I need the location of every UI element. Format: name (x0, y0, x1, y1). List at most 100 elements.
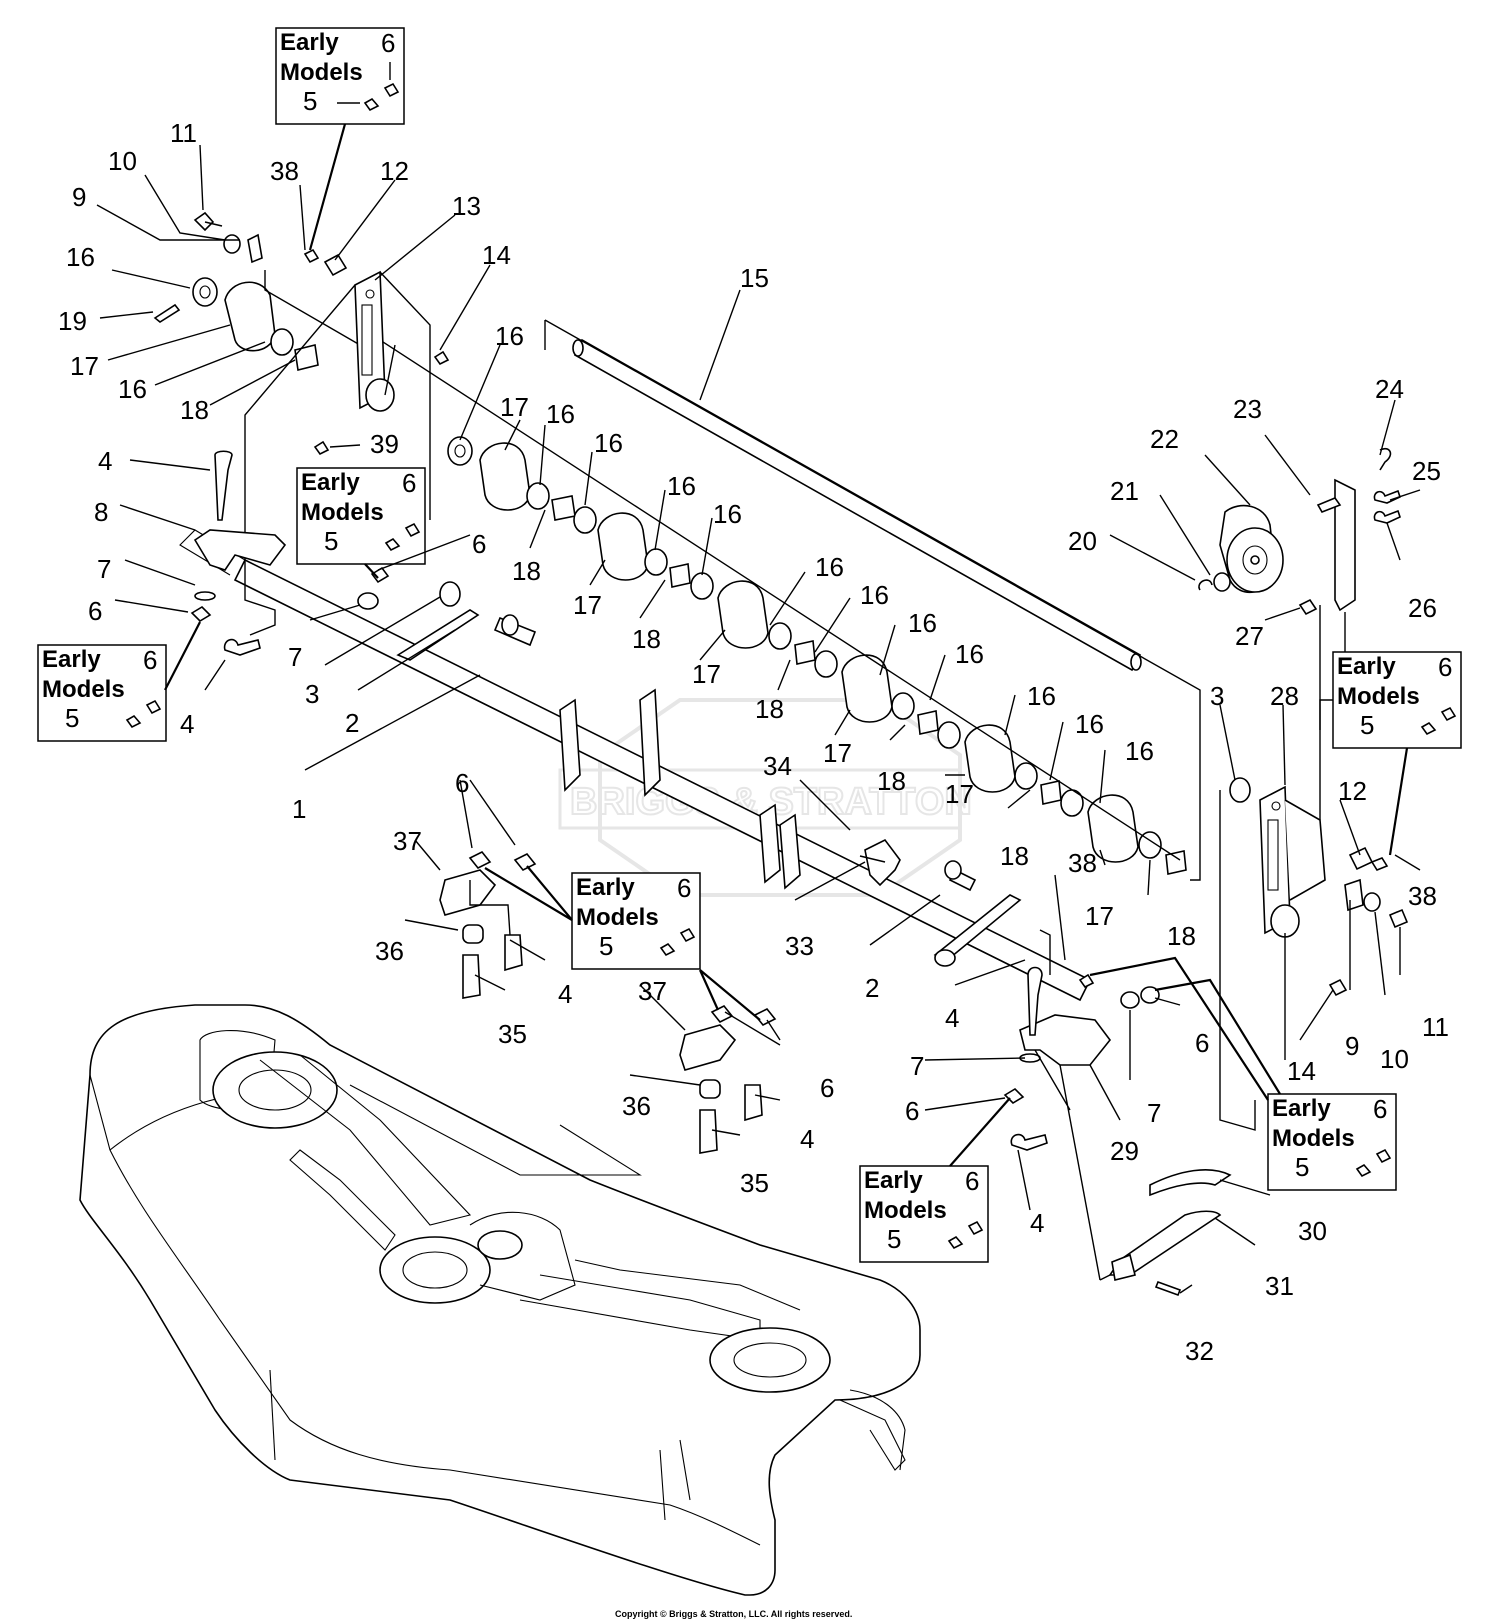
label-29: 29 (1110, 1136, 1139, 1166)
label-13: 13 (452, 191, 481, 221)
inset-part-6: 6 (965, 1166, 979, 1196)
label-21: 21 (1110, 476, 1139, 506)
center-hardware (859, 838, 1022, 967)
washer-16 (192, 277, 218, 307)
label-16: 16 (546, 399, 575, 429)
label-4: 4 (558, 979, 572, 1009)
inset-title-line1: Early (280, 29, 339, 56)
inset-part-6: 6 (402, 468, 416, 498)
label-17: 17 (1085, 901, 1114, 931)
inset-title-line2: Models (301, 499, 384, 526)
label-34: 34 (763, 751, 792, 781)
label-7: 7 (288, 642, 302, 672)
rod-15 (544, 319, 1201, 881)
label-18: 18 (877, 766, 906, 796)
label-18: 18 (180, 395, 209, 425)
hitch-cluster-mid (679, 1004, 777, 1154)
label-16: 16 (1075, 709, 1104, 739)
label-25: 25 (1412, 456, 1441, 486)
mower-deck (79, 1004, 921, 1596)
bracket-28 (1219, 605, 1409, 1131)
copyright-notice: Copyright © Briggs & Stratton, LLC. All … (615, 1609, 852, 1619)
label-18: 18 (1000, 841, 1029, 871)
roller-assembly (192, 270, 1187, 875)
hitch-cluster-left (439, 850, 537, 999)
label-17: 17 (573, 590, 602, 620)
label-19: 19 (58, 306, 87, 336)
label-6: 6 (1195, 1028, 1209, 1058)
label-15: 15 (740, 263, 769, 293)
label-8: 8 (94, 497, 108, 527)
bracket-29 (1003, 929, 1160, 1281)
label-24: 24 (1375, 374, 1404, 404)
wheel-assembly (1198, 447, 1401, 730)
scraper-parts (1099, 1169, 1232, 1297)
label-6: 6 (472, 529, 486, 559)
label-27: 27 (1235, 621, 1264, 651)
label-4: 4 (945, 1003, 959, 1033)
label-38: 38 (1408, 881, 1437, 911)
inset-early-models-4: Early Models 6 5 (571, 872, 701, 970)
label-9: 9 (1345, 1031, 1359, 1061)
inset-title-line1: Early (576, 874, 635, 901)
inset-part-6: 6 (381, 28, 395, 58)
inset-part-6: 6 (1438, 652, 1452, 682)
label-32: 32 (1185, 1336, 1214, 1366)
label-4: 4 (180, 709, 194, 739)
label-16: 16 (66, 242, 95, 272)
label-16: 16 (713, 499, 742, 529)
inset-part-5: 5 (1360, 710, 1374, 740)
inset-title-line1: Early (864, 1167, 923, 1194)
label-16: 16 (495, 321, 524, 351)
label-9: 9 (72, 182, 86, 212)
inset-early-models-5: Early Models 6 5 (1332, 651, 1462, 749)
inset-part-5: 5 (599, 931, 613, 961)
inset-title-line2: Models (42, 676, 125, 703)
label-16: 16 (667, 471, 696, 501)
label-36: 36 (375, 936, 404, 966)
label-12: 12 (1338, 776, 1367, 806)
inset-part-5: 5 (65, 703, 79, 733)
inset-part-5: 5 (1295, 1152, 1309, 1182)
label-12: 12 (380, 156, 409, 186)
main-shaft (179, 529, 1092, 1002)
part-labels: 1 2 2 3 3 4 4 4 4 4 4 6 6 6 6 6 6 7 7 7 … (58, 118, 1449, 1366)
label-37: 37 (393, 826, 422, 856)
inset-part-5: 5 (303, 86, 317, 116)
inset-early-models-7: Early Models 6 5 (859, 1165, 989, 1263)
inset-title-line1: Early (301, 469, 360, 496)
label-10: 10 (1380, 1044, 1409, 1074)
label-2: 2 (865, 973, 879, 1003)
label-17: 17 (823, 738, 852, 768)
inset-title-line2: Models (280, 59, 363, 86)
label-7: 7 (97, 554, 111, 584)
label-2: 2 (345, 708, 359, 738)
label-16: 16 (1027, 681, 1056, 711)
label-23: 23 (1233, 394, 1262, 424)
label-16: 16 (1125, 736, 1154, 766)
label-26: 26 (1408, 593, 1437, 623)
label-38: 38 (1068, 848, 1097, 878)
inset-early-models-1: Early Models 6 5 (275, 27, 405, 125)
label-37: 37 (638, 976, 667, 1006)
label-18: 18 (512, 556, 541, 586)
label-18: 18 (632, 624, 661, 654)
label-17: 17 (692, 659, 721, 689)
label-4: 4 (800, 1124, 814, 1154)
inset-part-5: 5 (324, 526, 338, 556)
label-35: 35 (498, 1019, 527, 1049)
inset-part-6: 6 (143, 645, 157, 675)
label-6: 6 (88, 596, 102, 626)
label-6: 6 (455, 768, 469, 798)
label-17: 17 (70, 351, 99, 381)
label-7: 7 (910, 1051, 924, 1081)
inset-connectors (164, 123, 1409, 1167)
bracket-13 (244, 270, 431, 636)
label-18: 18 (1167, 921, 1196, 951)
label-3: 3 (305, 679, 319, 709)
label-17: 17 (945, 779, 974, 809)
inset-part-6: 6 (1373, 1094, 1387, 1124)
bracket-8 (190, 450, 537, 661)
label-1: 1 (292, 794, 306, 824)
